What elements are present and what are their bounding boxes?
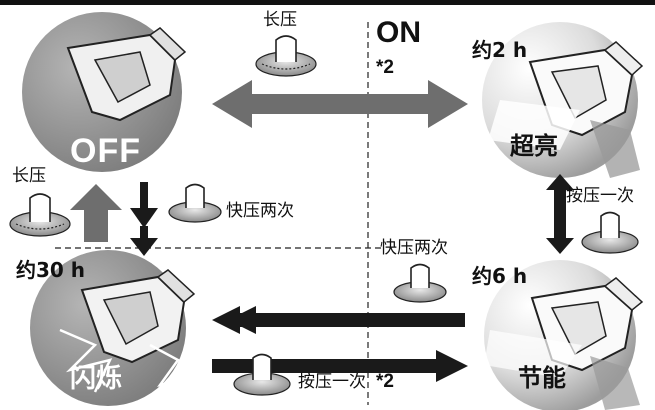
off-on-double-arrow xyxy=(212,80,468,128)
double-press-label-left: 快压两次 xyxy=(226,201,294,221)
off-mode-circle xyxy=(22,12,187,172)
flash-runtime: 约30 h xyxy=(16,258,86,282)
press-once-button-icon-bottom xyxy=(233,353,291,396)
long-press-label-left: 长压 xyxy=(12,166,46,186)
double-press-button-icon-left xyxy=(168,183,222,223)
double-press-left-arrow xyxy=(212,306,465,334)
on-label: ON xyxy=(376,16,421,49)
flash-mode-name: 闪烁 xyxy=(70,364,123,394)
press-once-note-bottom: *2 xyxy=(376,371,394,392)
on-note: *2 xyxy=(376,57,394,78)
top-rule xyxy=(0,0,655,5)
double-press-button-icon-right xyxy=(393,263,447,303)
long-press-button-icon-left xyxy=(9,193,71,237)
eco-runtime: 约6 h xyxy=(472,264,528,288)
double-press-label-right: 快压两次 xyxy=(380,238,448,258)
high-runtime: 约2 h xyxy=(472,38,528,62)
long-press-up-arrow xyxy=(70,184,122,242)
long-press-button-icon-top xyxy=(255,35,317,77)
eco-mode-circle xyxy=(484,260,644,410)
press-once-label-right: 按压一次 xyxy=(566,186,634,206)
press-once-label-bottom: 按压一次 xyxy=(298,372,366,392)
high-mode-name: 超亮 xyxy=(510,132,558,160)
off-label: OFF xyxy=(70,132,141,170)
long-press-label-top: 长压 xyxy=(263,10,297,30)
flash-mode-circle xyxy=(30,250,196,406)
eco-mode-name: 节能 xyxy=(518,364,566,392)
high-mode-circle xyxy=(482,22,644,178)
press-once-button-icon-right xyxy=(581,211,639,254)
double-press-down-arrow xyxy=(130,182,158,256)
high-eco-double-arrow xyxy=(546,174,574,254)
